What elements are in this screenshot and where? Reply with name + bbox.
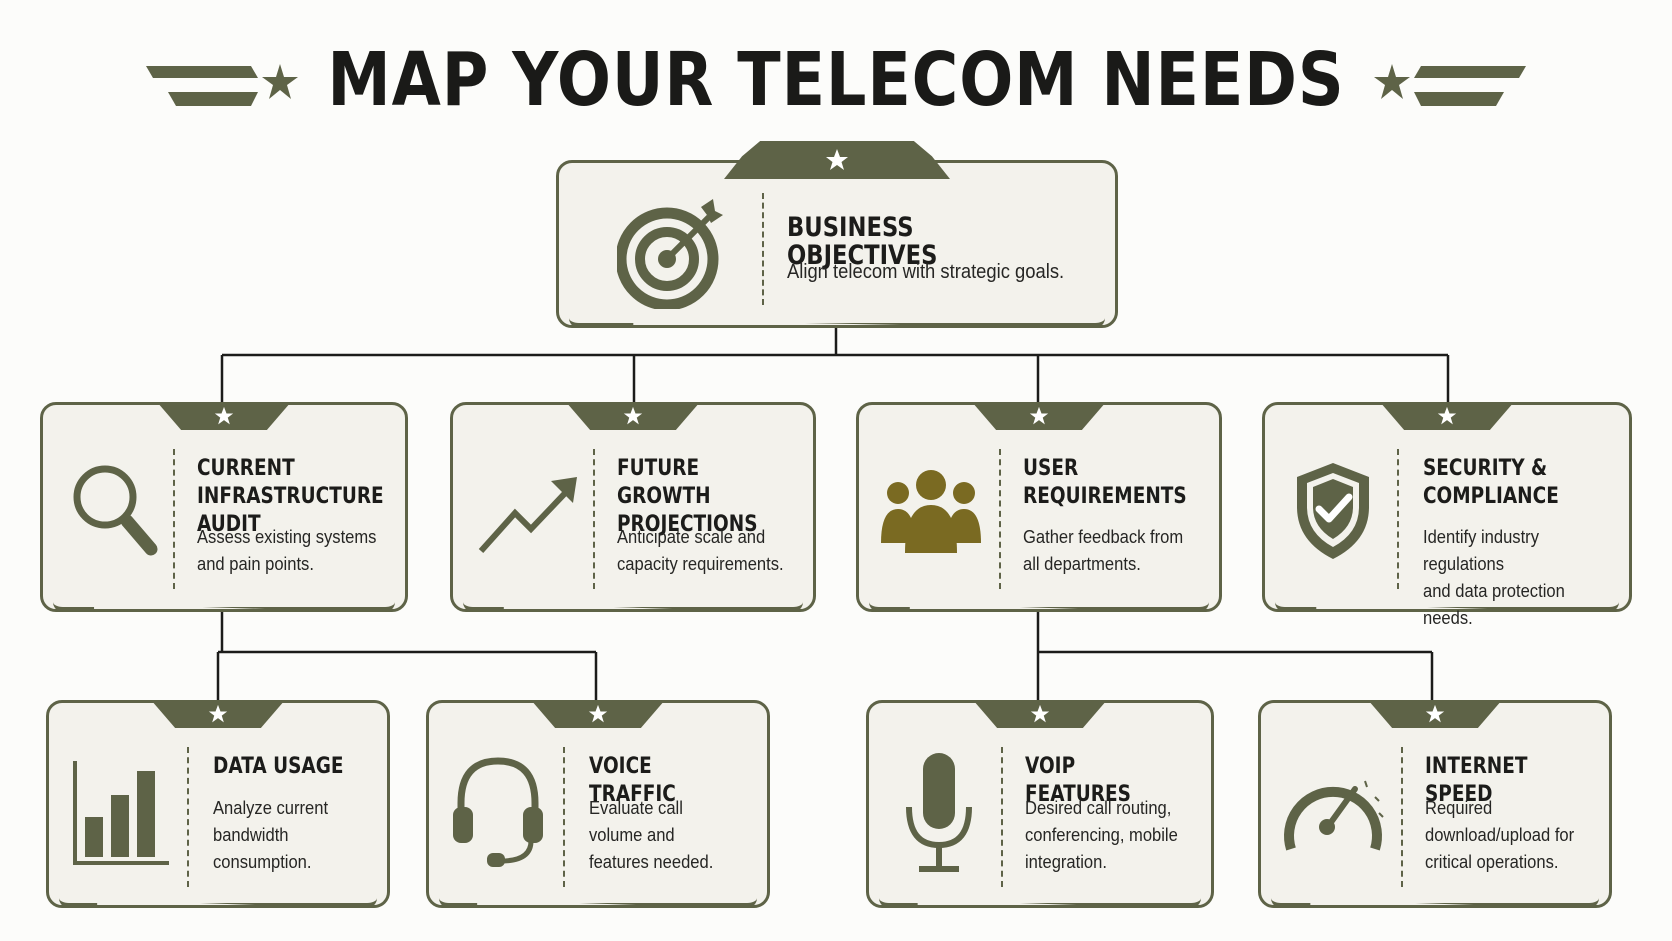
people-icon (881, 470, 981, 553)
star-icon (1030, 704, 1050, 723)
card-data-usage: DATA USAGE Analyze current bandwidth con… (46, 700, 390, 908)
card-tab (157, 402, 291, 430)
card-title: BUSINESS OBJECTIVES (787, 212, 938, 271)
wing-stripes-right-icon (1374, 64, 1526, 106)
bar-chart-icon (73, 761, 169, 865)
card-description: Identify industry regulations and data p… (1423, 527, 1565, 628)
star-icon (1029, 406, 1049, 425)
card-title: CURRENT INFRASTRUCTURE AUDIT (197, 456, 384, 537)
card-tab (151, 700, 285, 728)
card-divider (1401, 747, 1403, 887)
star-icon (208, 704, 228, 723)
card-divider (593, 449, 595, 589)
card-divider (173, 449, 175, 589)
card-tab (1380, 402, 1514, 430)
microphone-icon (906, 753, 972, 872)
card-description: Gather feedback from all departments. (1023, 527, 1184, 574)
card-title: VOICE TRAFFIC (589, 754, 676, 807)
card-description: Desired call routing, conferencing, mobi… (1025, 798, 1178, 872)
star-icon (214, 406, 234, 425)
card-description: Anticipate scale and capacity requiremen… (617, 527, 784, 574)
star-icon (623, 406, 643, 425)
card-title: USER REQUIREMENTS (1023, 456, 1187, 509)
card-title: VOIP FEATURES (1025, 754, 1131, 807)
card-divider (762, 193, 764, 305)
card-description: Analyze current bandwidth consumption. (213, 798, 329, 872)
card-business-objectives: BUSINESS OBJECTIVES Align telecom with s… (556, 141, 1118, 328)
card-title: FUTURE GROWTH PROJECTIONS (617, 456, 758, 537)
card-divider (187, 747, 189, 887)
card-divider (1001, 747, 1003, 887)
page-title: MAP YOUR TELECOM NEEDS (327, 37, 1345, 123)
card-description: Evaluate call volume and features needed… (589, 798, 714, 872)
wing-stripes-left-icon (146, 64, 298, 106)
shield-check-icon (1297, 463, 1369, 559)
card-tab (972, 402, 1106, 430)
title-bar: MAP YOUR TELECOM NEEDS (0, 18, 1672, 123)
card-security-compliance: SECURITY & COMPLIANCE Identify industry … (1262, 402, 1632, 628)
card-voice-traffic: VOICE TRAFFIC Evaluate call volume and f… (426, 700, 770, 908)
card-internet-speed: INTERNET SPEED Required download/upload … (1258, 700, 1612, 908)
card-tab (1368, 700, 1502, 728)
card-voip-features: VOIP FEATURES Desired call routing, conf… (866, 700, 1214, 908)
star-icon (1425, 704, 1445, 723)
card-divider (1397, 449, 1399, 589)
card-tab (973, 700, 1107, 728)
card-tab (531, 700, 665, 728)
card-title: INTERNET SPEED (1425, 754, 1528, 807)
star-icon (826, 149, 848, 170)
card-tab (724, 141, 950, 179)
magnifier-icon (73, 465, 158, 556)
card-tab (566, 402, 700, 430)
card-title: DATA USAGE (213, 754, 344, 779)
card-user-requirements: USER REQUIREMENTS Gather feedback from a… (856, 402, 1222, 612)
card-divider (563, 747, 565, 887)
target-icon (617, 199, 723, 309)
star-icon (1437, 406, 1457, 425)
card-current-infrastructure-audit: CURRENT INFRASTRUCTURE AUDIT Assess exis… (40, 402, 408, 612)
card-future-growth-projections: FUTURE GROWTH PROJECTIONS Anticipate sca… (450, 402, 816, 612)
speedometer-icon (1284, 780, 1384, 851)
card-title: SECURITY & COMPLIANCE (1423, 456, 1559, 509)
card-description: Required download/upload for critical op… (1425, 798, 1575, 872)
card-description: Align telecom with strategic goals. (787, 261, 1065, 283)
card-description: Assess existing systems and pain points. (197, 527, 377, 574)
star-icon (588, 704, 608, 723)
headset-icon (453, 757, 543, 867)
trend-arrow-icon (478, 477, 577, 554)
card-divider (999, 449, 1001, 589)
